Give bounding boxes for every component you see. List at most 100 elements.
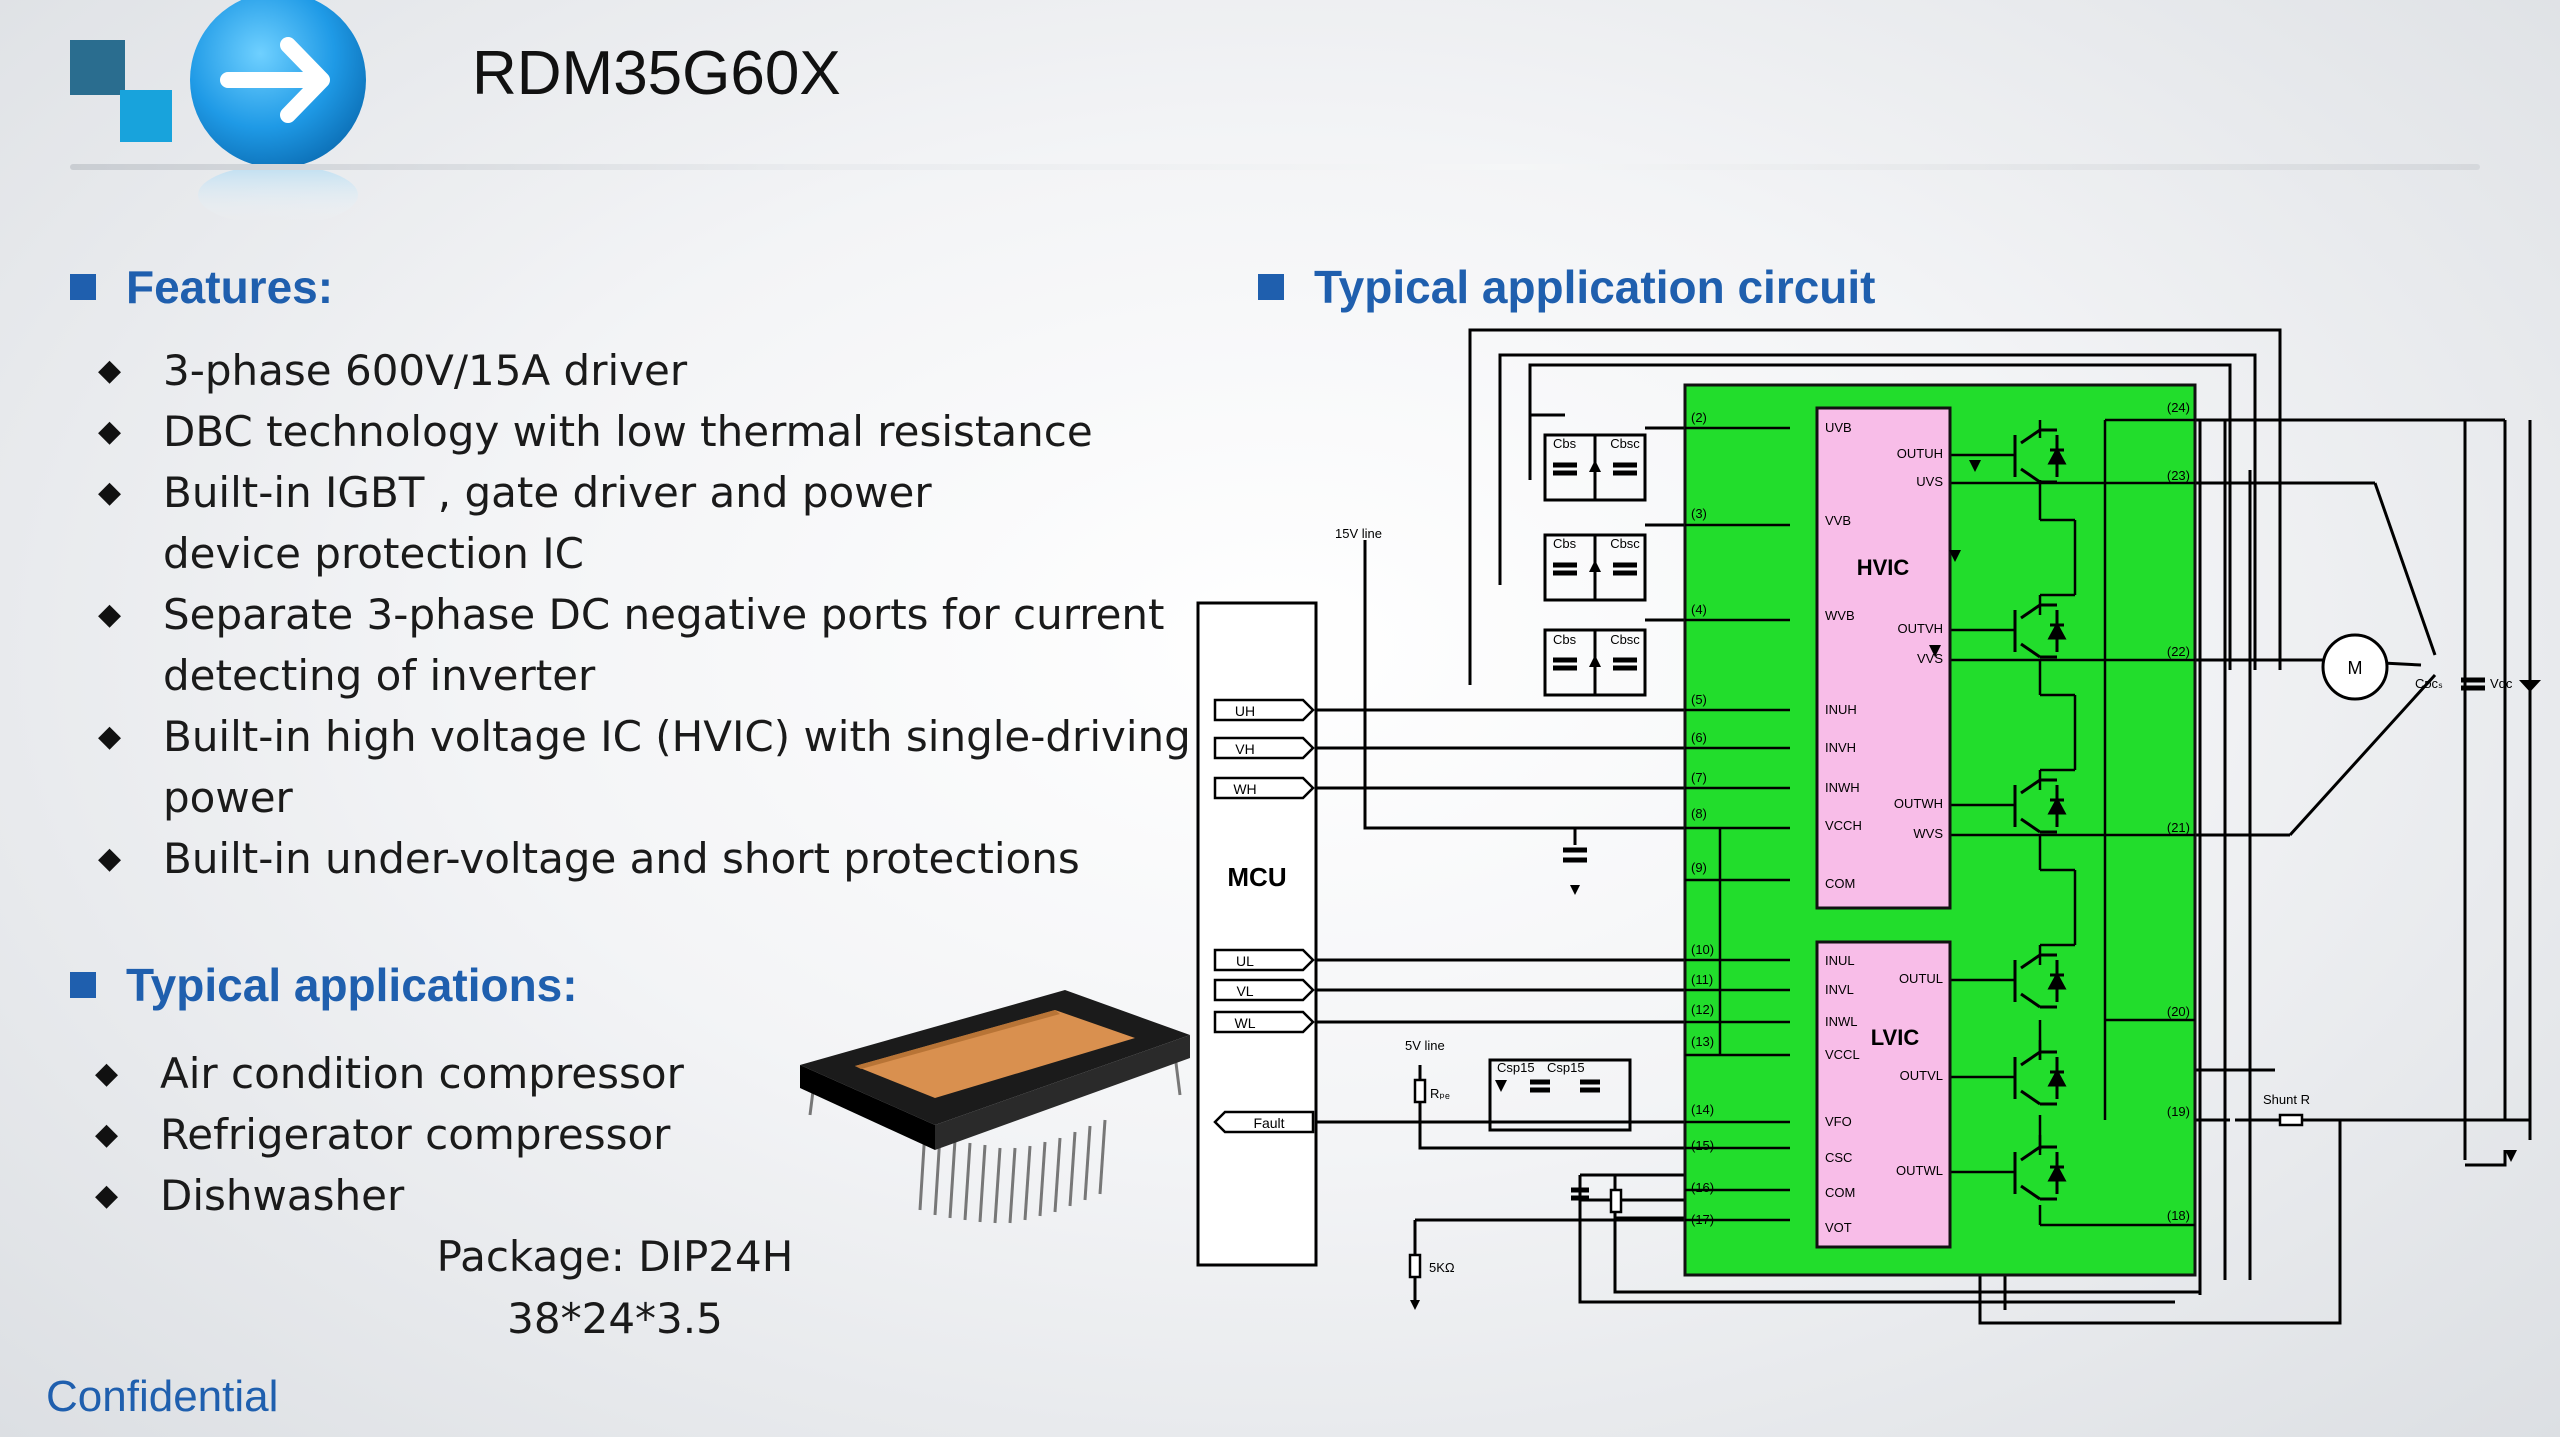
- lvic-pin-label: OUTWL: [1896, 1163, 1943, 1178]
- cap-label: Csp15: [1547, 1060, 1585, 1075]
- circuit-heading-text: Typical application circuit: [1314, 261, 1876, 313]
- hvic-pin-label: UVB: [1825, 420, 1852, 435]
- module-pin-number: (18): [2167, 1208, 2190, 1223]
- module-pin-number: (23): [2167, 468, 2190, 483]
- module-pin-number: (19): [2167, 1104, 2190, 1119]
- lvic-pin-label: CSC: [1825, 1150, 1852, 1165]
- hvic-pin-label: VCCH: [1825, 818, 1862, 833]
- bullet-square-icon: [70, 972, 96, 998]
- module-pin-number: (9): [1691, 860, 1707, 875]
- module-pin-number: (16): [1691, 1180, 1714, 1195]
- lvic-pin-label: INVL: [1825, 982, 1854, 997]
- lvic-pin-label: VFO: [1825, 1114, 1852, 1129]
- module-pin-number: (12): [1691, 1002, 1714, 1017]
- list-item: 3-phase 600V/15A driver: [98, 340, 1198, 401]
- lvic-pin-label: VCCL: [1825, 1047, 1860, 1062]
- module-pin-number: (10): [1691, 942, 1714, 957]
- mcu-label: MCU: [1227, 862, 1286, 892]
- module-pin-number: (24): [2167, 400, 2190, 415]
- vdc-label: Vdc: [2490, 676, 2513, 691]
- module-pin-number: (2): [1691, 410, 1707, 425]
- cap-label: Cbsc: [1610, 436, 1640, 451]
- lvic-pin-label: INWL: [1825, 1014, 1858, 1029]
- mcu-pin-label: VL: [1236, 983, 1253, 999]
- bullet-square-icon: [1258, 274, 1284, 300]
- hvic-pin-label: WVB: [1825, 608, 1855, 623]
- mcu-pin-label: VH: [1235, 741, 1254, 757]
- hvic-pin-label: VVS: [1917, 651, 1943, 666]
- mcu-pin-label: Fault: [1253, 1115, 1284, 1131]
- hvic-pin-label: UVS: [1916, 474, 1943, 489]
- applications-heading: Typical applications:: [70, 958, 578, 1012]
- module-pin-number: (7): [1691, 770, 1707, 785]
- module-pin-number: (15): [1691, 1138, 1714, 1153]
- application-circuit-diagram: UH VH WH UL VL WL Fault MCU HVIC LVIC M …: [1196, 328, 2541, 1325]
- cap-label: Cbsc: [1610, 632, 1640, 647]
- logo-arrow-icon: [70, 0, 366, 220]
- cdcs-label: Cᴅᴄₛ: [2415, 676, 2443, 691]
- module-pin-number: (11): [1691, 972, 1713, 987]
- module-pin-number: (4): [1691, 602, 1707, 617]
- hvic-pin-label: OUTUH: [1897, 446, 1943, 461]
- hvic-label: HVIC: [1857, 555, 1910, 580]
- module-pin-number: (22): [2167, 644, 2190, 659]
- module-pin-number: (21): [2167, 820, 2190, 835]
- cap-label: Cbsc: [1610, 536, 1640, 551]
- hvic-pin-label: WVS: [1913, 826, 1943, 841]
- lvic-pin-label: VOT: [1825, 1220, 1852, 1235]
- package-type: Package: DIP24H: [436, 1232, 794, 1281]
- hvic-pin-label: COM: [1825, 876, 1855, 891]
- applications-list: Air condition compressor Refrigerator co…: [95, 1043, 795, 1226]
- module-pin-number: (14): [1691, 1102, 1714, 1117]
- hvic-pin-label: INWH: [1825, 780, 1860, 795]
- module-pin-number: (17): [1691, 1212, 1714, 1227]
- r5k-label: 5KΩ: [1429, 1260, 1455, 1275]
- lvic-pin-label: INUL: [1825, 953, 1855, 968]
- features-heading: Features:: [70, 260, 333, 314]
- hvic-pin-label: INUH: [1825, 702, 1857, 717]
- package-dimensions: 38*24*3.5: [507, 1294, 723, 1343]
- cap-label: Csp15: [1497, 1060, 1535, 1075]
- features-heading-text: Features:: [126, 261, 334, 313]
- list-item: Built-in high voltage IC (HVIC) with sin…: [98, 706, 1243, 828]
- circuit-heading: Typical application circuit: [1258, 260, 1876, 314]
- lvic-pin-label: COM: [1825, 1185, 1855, 1200]
- module-pin-number: (6): [1691, 730, 1707, 745]
- lvic-label: LVIC: [1871, 1025, 1920, 1050]
- hvic-pin-label: INVH: [1825, 740, 1856, 755]
- list-item: Built-in IGBT , gate driver and power de…: [98, 462, 1023, 584]
- line-5v-label: 5V line: [1405, 1038, 1445, 1053]
- package-chip-image: [800, 990, 1190, 1224]
- module-pin-number: (5): [1691, 692, 1707, 707]
- mcu-pin-label: UL: [1236, 953, 1254, 969]
- lvic-pin-label: OUTVL: [1900, 1068, 1943, 1083]
- cap-label: Cbs: [1553, 536, 1577, 551]
- module-pin-number: (13): [1691, 1034, 1714, 1049]
- shunt-label: Shunt R: [2263, 1092, 2310, 1107]
- bullet-square-icon: [70, 274, 96, 300]
- module-pin-number: (8): [1691, 806, 1707, 821]
- mcu-pin-label: WL: [1235, 1015, 1256, 1031]
- header-divider: [70, 164, 2480, 170]
- motor-label: M: [2348, 658, 2363, 678]
- cap-label: Cbs: [1553, 436, 1577, 451]
- list-item: DBC technology with low thermal resistan…: [98, 401, 1198, 462]
- features-list: 3-phase 600V/15A driver DBC technology w…: [98, 340, 1198, 889]
- module-pin-number: (3): [1691, 506, 1707, 521]
- confidential-label: Confidential: [46, 1372, 279, 1421]
- list-item: Dishwasher: [95, 1165, 795, 1226]
- lvic-pin-label: OUTUL: [1899, 971, 1943, 986]
- hvic-pin-label: OUTVH: [1898, 621, 1944, 636]
- applications-heading-text: Typical applications:: [126, 959, 578, 1011]
- cap-label: Cbs: [1553, 632, 1577, 647]
- list-item: Air condition compressor: [95, 1043, 795, 1104]
- list-item: Built-in under-voltage and short protect…: [98, 828, 1198, 889]
- module-pin-number: (20): [2167, 1004, 2190, 1019]
- mcu-pin-label: UH: [1235, 703, 1255, 719]
- list-item: Refrigerator compressor: [95, 1104, 795, 1165]
- rpf-label: Rₚₑ: [1430, 1086, 1450, 1101]
- page-title: RDM35G60X: [472, 39, 841, 108]
- line-15v-label: 15V line: [1335, 526, 1382, 541]
- hvic-pin-label: VVB: [1825, 513, 1851, 528]
- mcu-pin-label: WH: [1233, 781, 1256, 797]
